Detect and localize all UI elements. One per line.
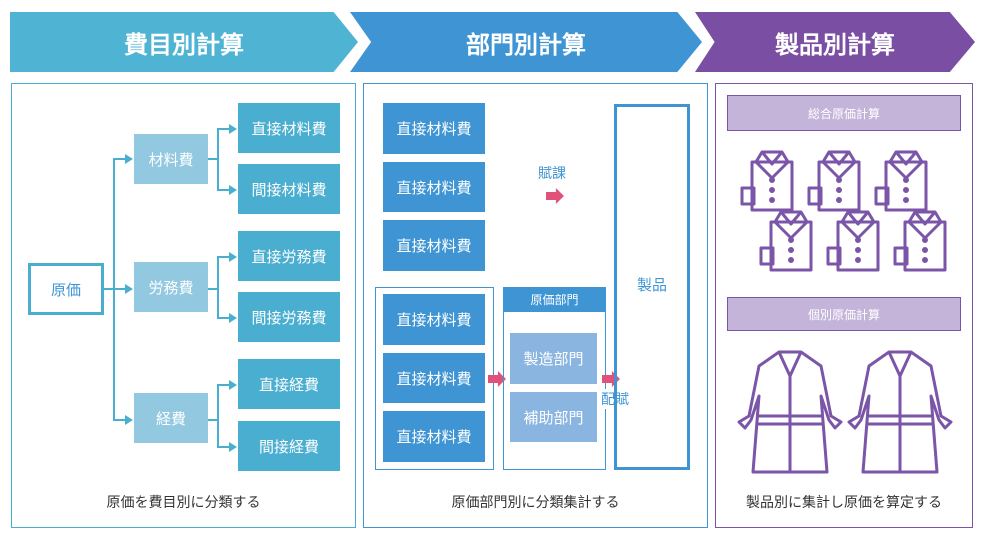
product-box xyxy=(614,104,690,470)
header-department: 部門別計算 xyxy=(350,12,702,72)
cost-box: 直接材料費 xyxy=(383,411,485,462)
dept-box-manufacturing: 製造部門 xyxy=(510,333,597,384)
caption-product: 製品別に集計し原価を算定する xyxy=(746,495,942,511)
cost-box: 直接材料費 xyxy=(383,220,485,271)
mid-box-labor: 労務費 xyxy=(134,262,208,312)
direct-charge-label: 賦課 xyxy=(538,166,566,182)
dept-title: 原価部門 xyxy=(503,287,606,312)
caption-department: 原価部門別に分類集計する xyxy=(451,495,620,511)
coats-icon xyxy=(737,350,953,474)
cost-box: 直接材料費 xyxy=(383,294,485,345)
panel-department xyxy=(363,83,708,528)
header-label: 製品別計算 xyxy=(775,30,895,59)
header-cost-item: 費目別計算 xyxy=(10,12,358,72)
mid-box-expense: 経費 xyxy=(134,393,208,443)
shirts-icon xyxy=(740,150,947,272)
leaf-box: 直接労務費 xyxy=(238,231,340,281)
cost-box: 直接材料費 xyxy=(383,103,485,154)
arrow-right-icon xyxy=(488,371,506,387)
leaf-box: 間接経費 xyxy=(238,421,340,471)
header-label: 部門別計算 xyxy=(466,30,586,59)
product-label: 製品 xyxy=(636,276,667,294)
leaf-box: 直接材料費 xyxy=(238,103,340,153)
cost-box: 直接材料費 xyxy=(383,162,485,212)
header-label: 費目別計算 xyxy=(124,30,244,59)
process-costing-label: 総合原価計算 xyxy=(727,95,961,131)
header-product: 製品別計算 xyxy=(695,12,975,72)
job-costing-label: 個別原価計算 xyxy=(727,297,961,331)
dept-box-support: 補助部門 xyxy=(510,392,597,442)
leaf-box: 直接経費 xyxy=(238,359,340,409)
panel-cost-item xyxy=(11,83,356,528)
arrow-right-icon xyxy=(546,188,564,204)
mid-box-material: 材料費 xyxy=(134,134,208,184)
panel-product xyxy=(715,83,973,528)
caption-cost-item: 原価を費目別に分類する xyxy=(106,495,261,511)
leaf-box: 間接材料費 xyxy=(238,164,340,214)
root-cost-box: 原価 xyxy=(28,263,104,315)
cost-box: 直接材料費 xyxy=(383,353,485,403)
leaf-box: 間接労務費 xyxy=(238,292,340,342)
